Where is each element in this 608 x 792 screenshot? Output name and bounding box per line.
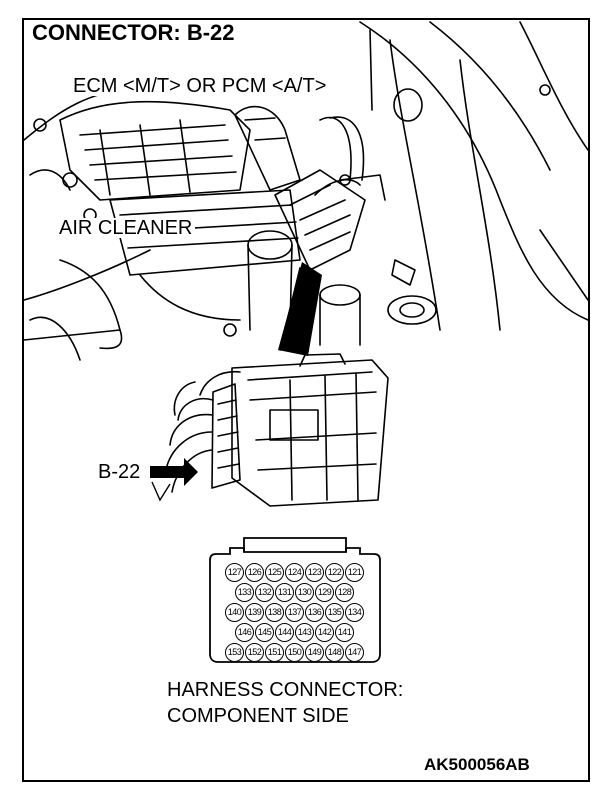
connector-pin: 149 <box>305 643 324 662</box>
harness-caption-line1: HARNESS CONNECTOR: <box>167 679 404 701</box>
connector-pin: 152 <box>245 643 264 662</box>
connector-pin: 144 <box>275 623 294 642</box>
connector-pin: 135 <box>325 603 344 622</box>
figure-code: AK500056AB <box>424 755 530 774</box>
connector-pin: 134 <box>345 603 364 622</box>
b22-arrow <box>150 458 198 486</box>
connector-pin: 145 <box>255 623 274 642</box>
intake-duct <box>234 105 301 191</box>
connector-pin: 143 <box>295 623 314 642</box>
cap-right <box>387 295 437 325</box>
connector-pin: 136 <box>305 603 324 622</box>
connector-pin: 150 <box>285 643 304 662</box>
air-cleaner-box <box>109 189 301 276</box>
connector-pin: 131 <box>275 583 294 602</box>
connector-pin: 132 <box>255 583 274 602</box>
connector-pin: 139 <box>245 603 264 622</box>
connector-pin: 137 <box>285 603 304 622</box>
connector-callout-label: B-22 <box>98 461 141 483</box>
connector-pin: 133 <box>235 583 254 602</box>
connector-pin: 128 <box>335 583 354 602</box>
connector-pin: 142 <box>315 623 334 642</box>
harness-caption-line2: COMPONENT SIDE <box>167 705 349 727</box>
connector-pin: 129 <box>315 583 334 602</box>
connector-pin: 146 <box>235 623 254 642</box>
ecm-label: ECM <M/T> OR PCM <A/T> <box>70 76 330 96</box>
connector-pin: 126 <box>245 563 264 582</box>
connector-pin: 141 <box>335 623 354 642</box>
connector-face-outline <box>209 537 381 663</box>
ecm-unit-in-bay <box>274 169 366 271</box>
connector-pin: 148 <box>325 643 344 662</box>
connector-pin: 122 <box>325 563 344 582</box>
ecm-detail <box>165 353 389 507</box>
connector-pin: 125 <box>265 563 284 582</box>
connector-pin: 121 <box>345 563 364 582</box>
connector-pin: 147 <box>345 643 364 662</box>
reservoir-cap <box>247 230 293 260</box>
connector-title: CONNECTOR: B-22 <box>32 20 235 45</box>
intake-manifold <box>59 100 251 201</box>
connector-pin: 153 <box>225 643 244 662</box>
air-cleaner-label: AIR CLEANER <box>56 218 196 238</box>
connector-pin: 127 <box>225 563 244 582</box>
connector-pin: 138 <box>265 603 284 622</box>
connector-pin: 130 <box>295 583 314 602</box>
connector-pin: 140 <box>225 603 244 622</box>
connector-pin: 151 <box>265 643 284 662</box>
connector-pin: 123 <box>305 563 324 582</box>
location-arrow <box>278 262 322 356</box>
connector-pin: 124 <box>285 563 304 582</box>
